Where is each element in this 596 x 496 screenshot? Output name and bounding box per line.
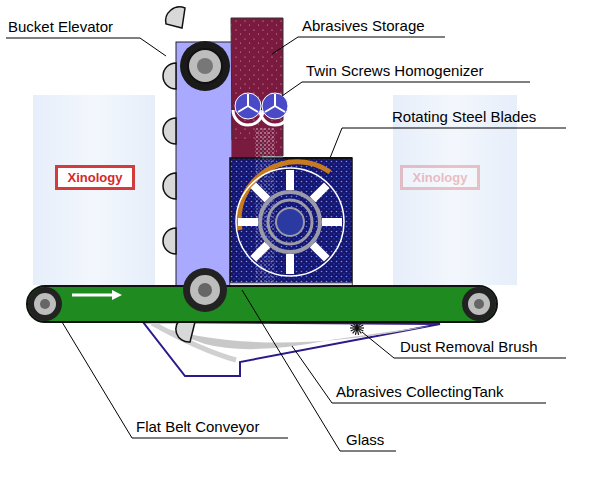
steel-blade	[250, 182, 270, 202]
blast-chamber	[230, 158, 352, 288]
part-label: Dust Removal Brush	[400, 338, 538, 356]
steel-blade	[310, 182, 330, 202]
part-label: Glass	[346, 431, 384, 449]
belt-conveyor	[27, 268, 497, 322]
bristle	[357, 325, 363, 328]
leader-lines	[6, 37, 566, 451]
part-label: Twin Screws Homogenizer	[306, 62, 484, 80]
steel-blade	[286, 254, 294, 274]
steel-blade	[310, 242, 330, 262]
dust-brush	[350, 321, 364, 335]
bristle	[351, 328, 357, 331]
logo-box: Xinology	[400, 165, 480, 190]
steel-blade	[238, 218, 258, 226]
steel-blade	[286, 170, 294, 190]
part-label: Abrasives CollectingTank	[336, 383, 504, 401]
logo-text: Xinology	[68, 170, 123, 185]
side-panel	[33, 95, 155, 285]
steel-blade	[250, 242, 270, 262]
twin-screws	[233, 93, 290, 125]
logo-box: Xinology	[55, 165, 135, 190]
part-label: Bucket Elevator	[8, 18, 113, 36]
steel-blade	[322, 218, 342, 226]
part-label: Rotating Steel Blades	[392, 108, 536, 126]
part-label: Flat Belt Conveyor	[136, 418, 259, 436]
part-label: Abrasives Storage	[302, 17, 425, 35]
logo-text: Xinology	[413, 170, 468, 185]
